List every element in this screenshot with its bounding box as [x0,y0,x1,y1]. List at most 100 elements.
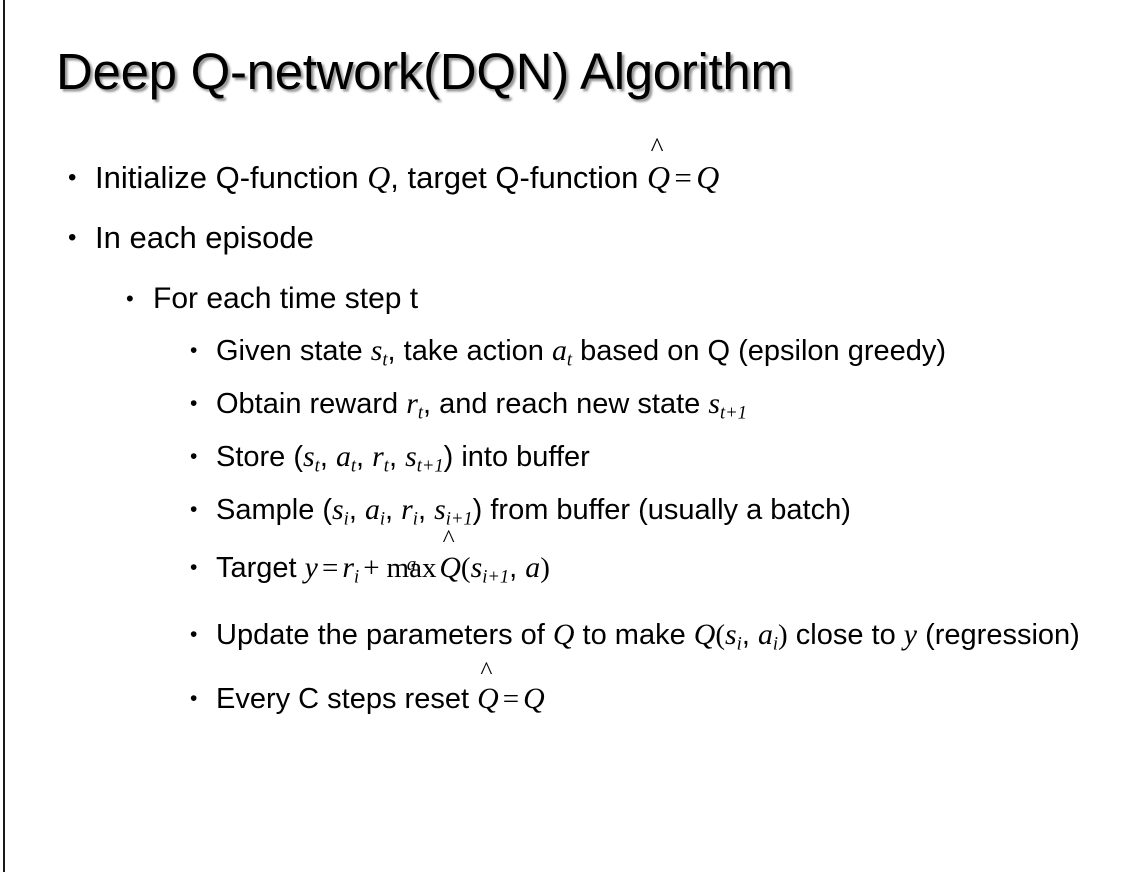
text-target-pre: Target [216,552,305,584]
bullet-initialize-text: Initialize Q-function Q, target Q-functi… [95,133,1124,208]
math-q: Q [552,618,575,651]
math-r: r [406,387,418,420]
bullet-glyph-icon: • [68,224,77,251]
text-store-comma-2: , [356,441,373,473]
math-equals: = [321,552,339,584]
text-store-comma-1: , [319,441,336,473]
math-equals: = [674,160,692,195]
bullet-glyph-icon: • [190,339,198,362]
text-target-comma: , [509,552,526,584]
math-q-hat: Q^ [477,656,499,715]
text-obtain-mid: , and reach new state [422,388,709,420]
bullet-sample: • Sample (si, ai, ri, si+1) from buffer … [0,486,1124,534]
math-max-limit: a [406,553,417,575]
bullet-glyph-icon: • [190,445,198,468]
bullet-in-each-episode-text: In each episode [95,220,314,255]
bullet-update-text: Update the parameters of Q to make Q(si,… [216,611,1096,659]
math-r1-subscript: i [412,508,418,530]
math-s2: s [405,440,417,473]
math-r1: r [372,440,384,473]
text-sample-comma-2: , [385,494,402,526]
bullet-reset-target-network: • Every C steps reset Q^=Q [0,656,1124,727]
math-paren-close: ) [778,619,788,651]
text-initialize-mid: , target Q-function [390,160,648,195]
math-paren-open: ( [460,552,471,584]
hat-accent-icon: ^ [650,132,664,163]
bullet-glyph-icon: • [190,556,198,579]
text-store-pre: Store ( [216,441,304,473]
math-q-fn: Q [693,618,716,651]
math-a1: a [364,493,380,526]
text-initialize-pre: Initialize Q-function [95,160,368,195]
math-s-subscript: i [736,633,742,655]
text-update-tail: (regression) [917,619,1080,651]
bullet-obtain-reward-text: Obtain reward rt, and reach new state st… [216,380,1096,428]
bullet-glyph-icon: • [190,392,198,415]
bullet-given-state: • Given state st, take action at based o… [0,327,1124,375]
bullet-glyph-icon: • [126,286,134,311]
math-r-subscript: t [417,402,423,424]
bullet-glyph-icon: • [190,498,198,521]
bullet-reset-text: Every C steps reset Q^=Q [216,656,1096,727]
math-s1-subscript: i [343,508,349,530]
math-q-target: Q [696,160,720,195]
math-q: Q [523,682,545,715]
math-paren-close: ) [540,552,550,584]
text-update-pre: Update the parameters of [216,619,553,651]
page-title: Deep Q-network(DQN) Algorithm [56,43,793,100]
math-q-hat: Q^ [439,524,461,584]
text-update-post: close to [787,619,904,651]
hat-accent-icon: ^ [480,656,493,686]
math-s1: s [332,493,344,526]
bullet-obtain-reward: • Obtain reward rt, and reach new state … [0,380,1124,428]
math-a-subscript: t [566,349,573,371]
text-given-pre: Given state [216,335,371,367]
bullet-glyph-icon: • [190,623,198,646]
text-given-mid: , take action [387,335,552,367]
bullet-initialize: • Initialize Q-function Q, target Q-func… [0,133,1124,208]
slide-left-edge-rule [3,0,5,872]
math-r1-subscript: t [383,455,389,477]
math-s: s [725,618,737,651]
math-s: s [470,551,483,584]
math-s-next-subscript: t+1 [719,402,747,424]
bullet-for-each-time-step-text: For each time step t [153,282,419,315]
math-max-label: max [386,552,437,584]
bullet-glyph-icon: • [68,164,77,191]
bullet-given-state-text: Given state st, take action at based on … [216,327,1096,375]
math-a-subscript: i [772,633,779,655]
math-s2: s [434,493,446,526]
text-sample-post: ) from buffer (usually a batch) [472,494,851,526]
math-a1: a [335,440,351,473]
text-sample-comma-1: , [348,494,365,526]
bullet-store-text: Store (st, at, rt, st+1) into buffer [216,433,1096,481]
math-s1-subscript: t [314,455,320,477]
text-store-comma-3: , [388,441,406,473]
math-paren-open: ( [715,619,726,651]
text-sample-pre: Sample ( [216,494,333,526]
bullet-update: • Update the parameters of Q to make Q(s… [0,611,1124,659]
math-r: r [342,551,355,584]
math-r-subscript: i [354,566,360,588]
text-obtain-pre: Obtain reward [216,388,407,420]
text-store-post: ) into buffer [443,441,590,473]
math-s-subscript: t [382,349,388,371]
math-a1-subscript: t [350,455,357,477]
math-q: Q [367,160,391,195]
math-a: a [525,551,541,584]
math-equals: = [502,683,520,715]
math-s: s [370,334,383,367]
math-plus: + [363,552,380,584]
text-update-mid: to make [574,619,694,651]
bullet-store: • Store (st, at, rt, st+1) into buffer [0,433,1124,481]
slide-body: • Initialize Q-function Q, target Q-func… [0,133,1124,727]
math-a: a [551,334,567,367]
text-sample-comma-3: , [417,494,435,526]
math-s1: s [303,440,315,473]
math-s2-subscript: i+1 [445,508,473,530]
text-given-post: based on Q (epsilon greedy) [572,335,947,367]
math-a: a [757,618,773,651]
